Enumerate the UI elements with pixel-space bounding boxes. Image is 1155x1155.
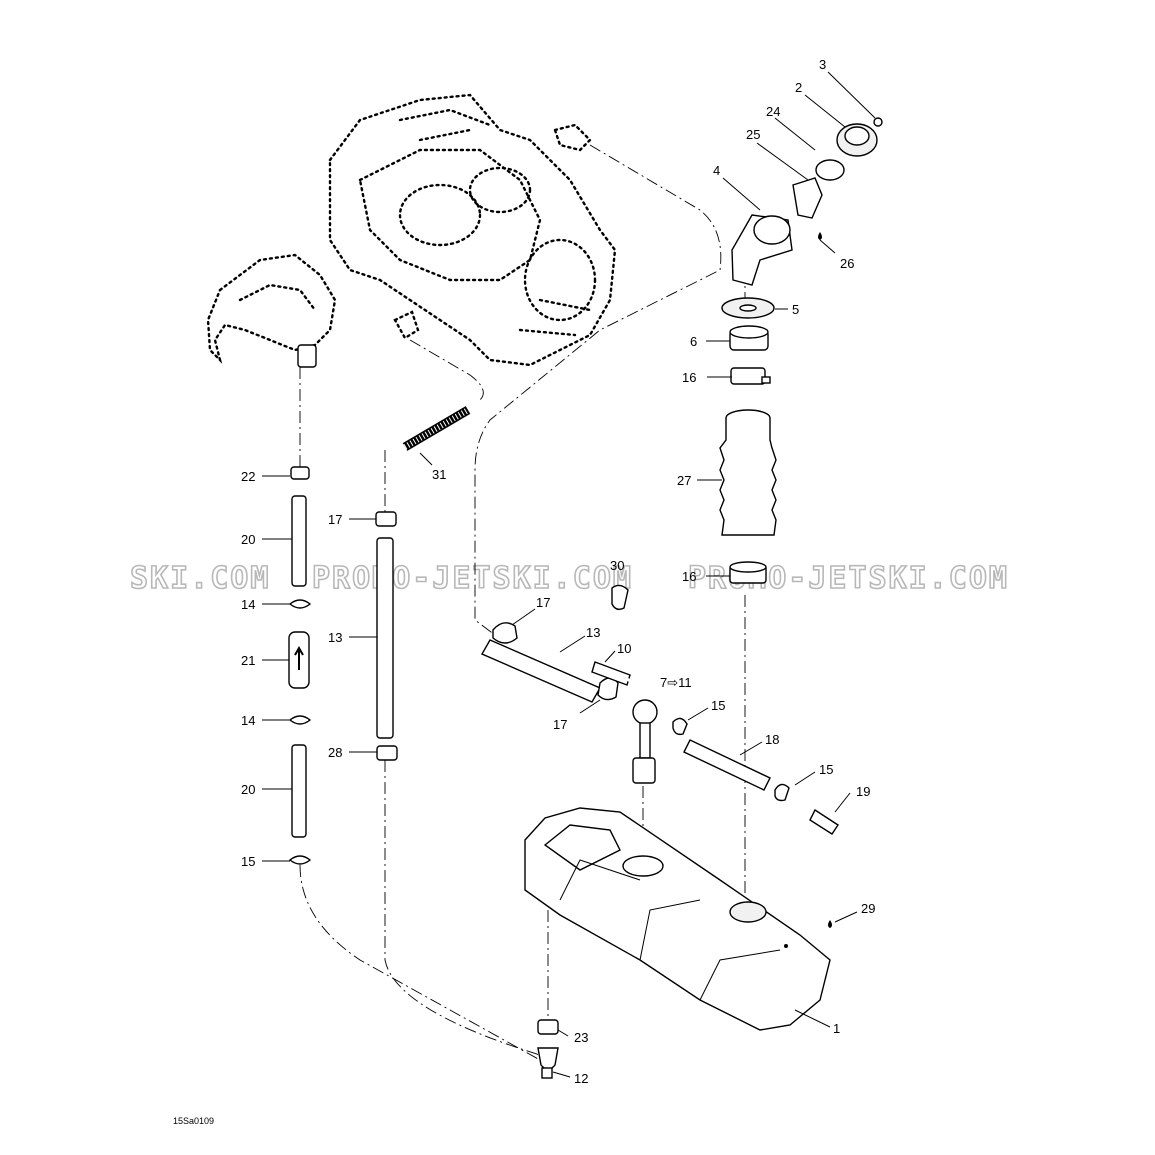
callout-17-low: 17 [553,717,567,732]
callout-labels: 3 2 24 25 4 26 5 6 16 27 16 31 22 20 14 … [241,57,875,1086]
callout-27: 27 [677,473,691,488]
callout-26: 26 [840,256,854,271]
fuel-tank [524,807,832,1031]
callout-24: 24 [766,104,780,119]
vent-hose [375,511,398,761]
fuel-pump-outline [206,253,337,368]
callout-6: 6 [690,334,697,349]
callout-22: 22 [241,469,255,484]
callout-15-left: 15 [241,854,255,869]
callout-5: 5 [792,302,799,317]
callout-20-top: 20 [241,532,255,547]
callout-3: 3 [819,57,826,72]
callout-14-bottom: 14 [241,713,255,728]
callout-19: 19 [856,784,870,799]
callout-16-top: 16 [682,370,696,385]
svg-text:PROMO-JETSKI.COM: PROMO-JETSKI.COM [312,561,633,596]
callout-23: 23 [574,1030,588,1045]
callout-17-left: 17 [328,512,342,527]
callout-15-right: 15 [819,762,833,777]
callout-14-top: 14 [241,597,255,612]
callout-1: 1 [833,1021,840,1036]
callout-25: 25 [746,127,760,142]
callout-21: 21 [241,653,255,668]
callout-13-mid: 13 [586,625,600,640]
fuel-return-assembly [481,584,839,835]
callout-16-bottom: 16 [682,569,696,584]
callout-7-11: 7⇨11 [660,675,692,690]
callout-15-mid: 15 [711,698,725,713]
filler-bellows [719,409,777,584]
watermark: SKI.COM PROMO-JETSKI.COM PROMO-JETSKI.CO… [129,560,1008,597]
tank-fittings [537,1019,559,1079]
callout-13-left: 13 [328,630,342,645]
callout-10: 10 [617,641,631,656]
drawing-code: 15Sa0109 [173,1116,214,1126]
filler-cap [792,117,883,240]
callout-18: 18 [765,732,779,747]
leader-lines [262,71,876,1078]
engine-outline [328,93,617,367]
filler-neck [731,214,793,286]
pump-supply-line [288,466,312,865]
callout-28: 28 [328,745,342,760]
svg-text:SKI.COM: SKI.COM [130,561,270,596]
callout-4: 4 [713,163,720,178]
callout-29: 29 [861,901,875,916]
spring [402,406,471,451]
callout-30: 30 [610,558,624,573]
neck-hardware [721,297,775,385]
callout-31: 31 [432,467,446,482]
callout-12: 12 [574,1071,588,1086]
callout-17-mid: 17 [536,595,550,610]
callout-20-bottom: 20 [241,782,255,797]
callout-2: 2 [795,80,802,95]
